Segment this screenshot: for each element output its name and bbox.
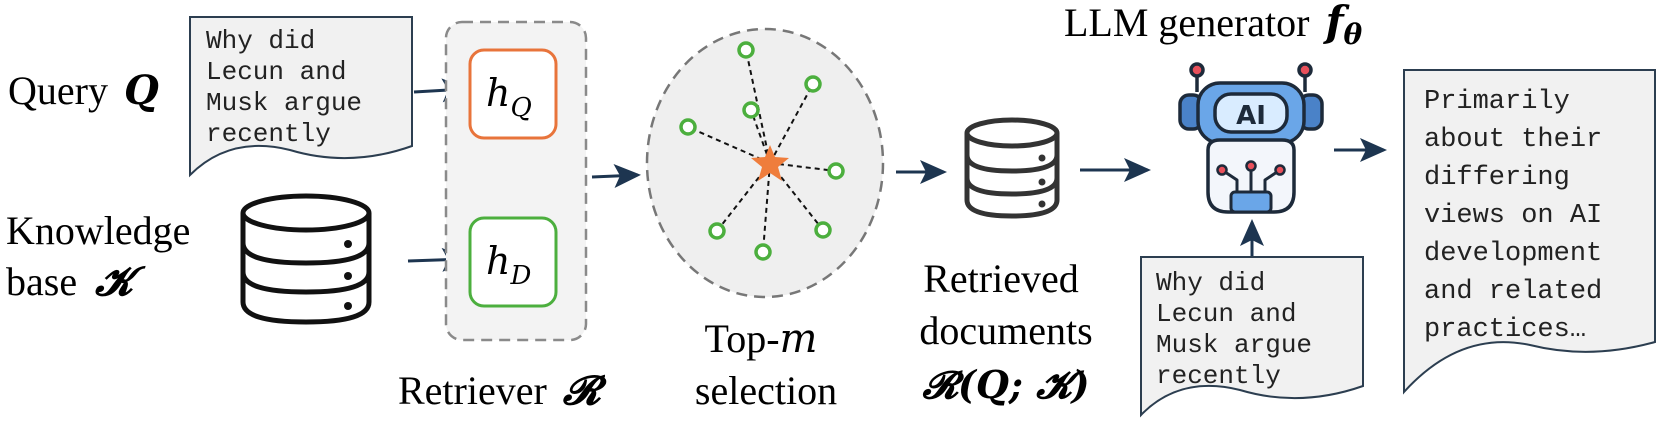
svg-text:hQ: hQ [486, 71, 532, 123]
robot-icon: AI [1178, 62, 1324, 214]
svg-text:hD: hD [486, 239, 531, 291]
retrieved-database-icon [964, 117, 1060, 219]
doc-node [804, 75, 822, 93]
doc-node [737, 41, 755, 59]
doc-node [742, 101, 760, 119]
knowledge-database-icon [240, 193, 372, 325]
doc-node [708, 222, 726, 240]
robot-ai-text: AI [1236, 101, 1266, 131]
hd-encoder: hD [468, 216, 558, 308]
doc-node [679, 118, 697, 136]
topm-label: Top-m selection [695, 316, 837, 413]
query-star-icon [751, 145, 789, 181]
retrieved-formula: 𝓡(𝑸; 𝓚) [921, 362, 1089, 407]
doc-node [754, 243, 772, 261]
doc-node [827, 162, 845, 180]
hq-encoder: hQ [468, 48, 558, 140]
output-document: Primarily about their differing views on… [1403, 69, 1656, 395]
arrow-retriever-to-topm [591, 164, 641, 189]
retrieved-label: Retrieved documents 𝓡(𝑸; 𝓚) [919, 256, 1092, 407]
query-label: Query Q [8, 67, 159, 114]
query-text: Why did Lecun and Musk argue recently [206, 26, 378, 149]
document-nodes [679, 41, 845, 261]
doc-node [814, 221, 832, 239]
svg-text:Retrieved documents: Retrieved documents [919, 256, 1092, 353]
svg-text:Knowledge base 𝓚: Knowledge base 𝓚 [6, 208, 200, 305]
svg-text:LLM generator fθ: LLM generator fθ [1064, 0, 1363, 51]
svg-text:Retriever 𝓡: Retriever 𝓡 [398, 367, 608, 414]
generator-label: LLM generator fθ [1064, 0, 1363, 51]
output-text: Primarily about their differing views on… [1424, 87, 1618, 345]
query-document: Why did Lecun and Musk argue recently [189, 16, 413, 178]
retriever-label: Retriever 𝓡 [398, 367, 608, 414]
svg-text:Query Q: Query Q [8, 67, 159, 114]
llm-input-document: Why did Lecun and Musk argue recently [1140, 256, 1364, 418]
knowledge-label: Knowledge base 𝓚 [6, 208, 200, 305]
llm-input-text: Why did Lecun and Musk argue recently [1156, 268, 1328, 391]
svg-text:Top-m selection: Top-m selection [695, 316, 837, 413]
